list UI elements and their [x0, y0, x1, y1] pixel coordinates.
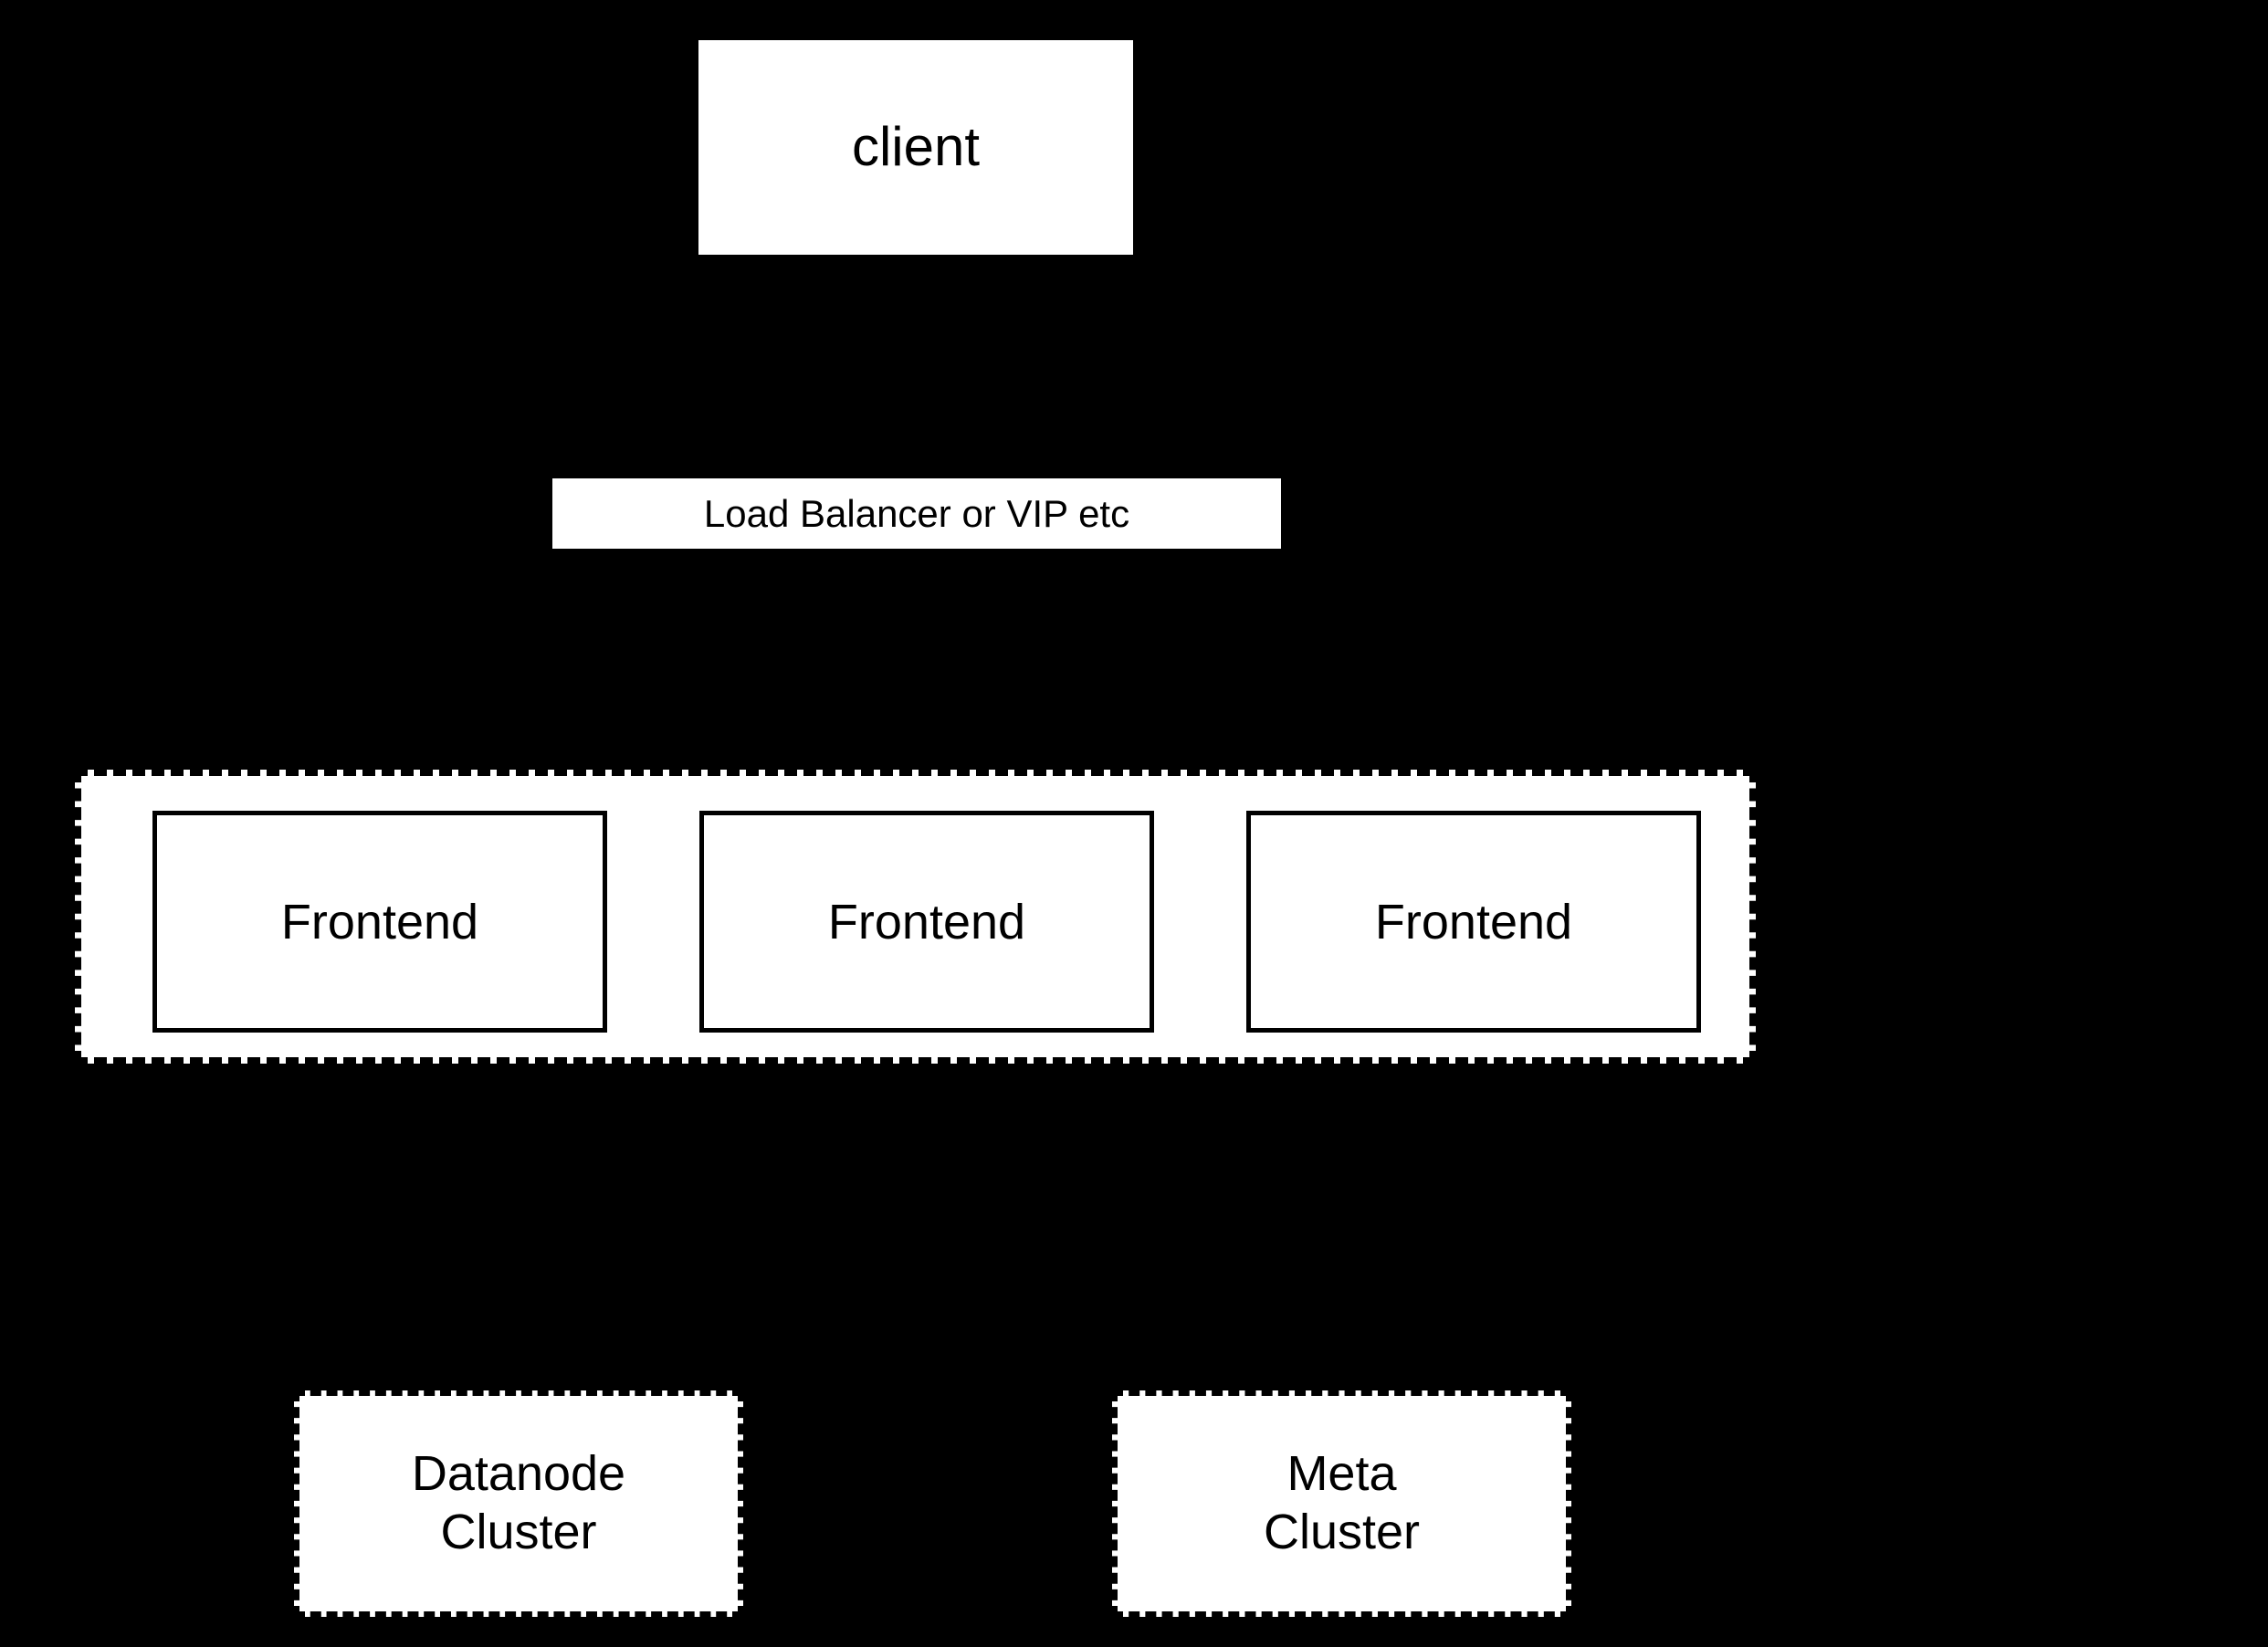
- node-frontend-3[interactable]: Frontend: [1246, 811, 1701, 1033]
- frontend-cluster-group[interactable]: Frontend Frontend Frontend: [75, 770, 1756, 1064]
- node-frontend-2-label: Frontend: [827, 894, 1026, 949]
- node-frontend-2[interactable]: Frontend: [699, 811, 1154, 1033]
- node-client-label: client: [851, 116, 981, 178]
- node-meta-cluster-label: Meta Cluster: [1263, 1446, 1421, 1559]
- node-frontend-1[interactable]: Frontend: [152, 811, 607, 1033]
- node-datanode-cluster-label: Datanode Cluster: [411, 1446, 626, 1559]
- node-frontend-1-label: Frontend: [280, 894, 479, 949]
- node-load-balancer[interactable]: Load Balancer or VIP etc: [552, 478, 1281, 549]
- node-client[interactable]: client: [698, 40, 1133, 255]
- node-frontend-3-label: Frontend: [1374, 894, 1573, 949]
- node-datanode-cluster[interactable]: Datanode Cluster: [294, 1390, 743, 1617]
- node-load-balancer-label: Load Balancer or VIP etc: [703, 491, 1130, 535]
- node-meta-cluster[interactable]: Meta Cluster: [1112, 1390, 1571, 1617]
